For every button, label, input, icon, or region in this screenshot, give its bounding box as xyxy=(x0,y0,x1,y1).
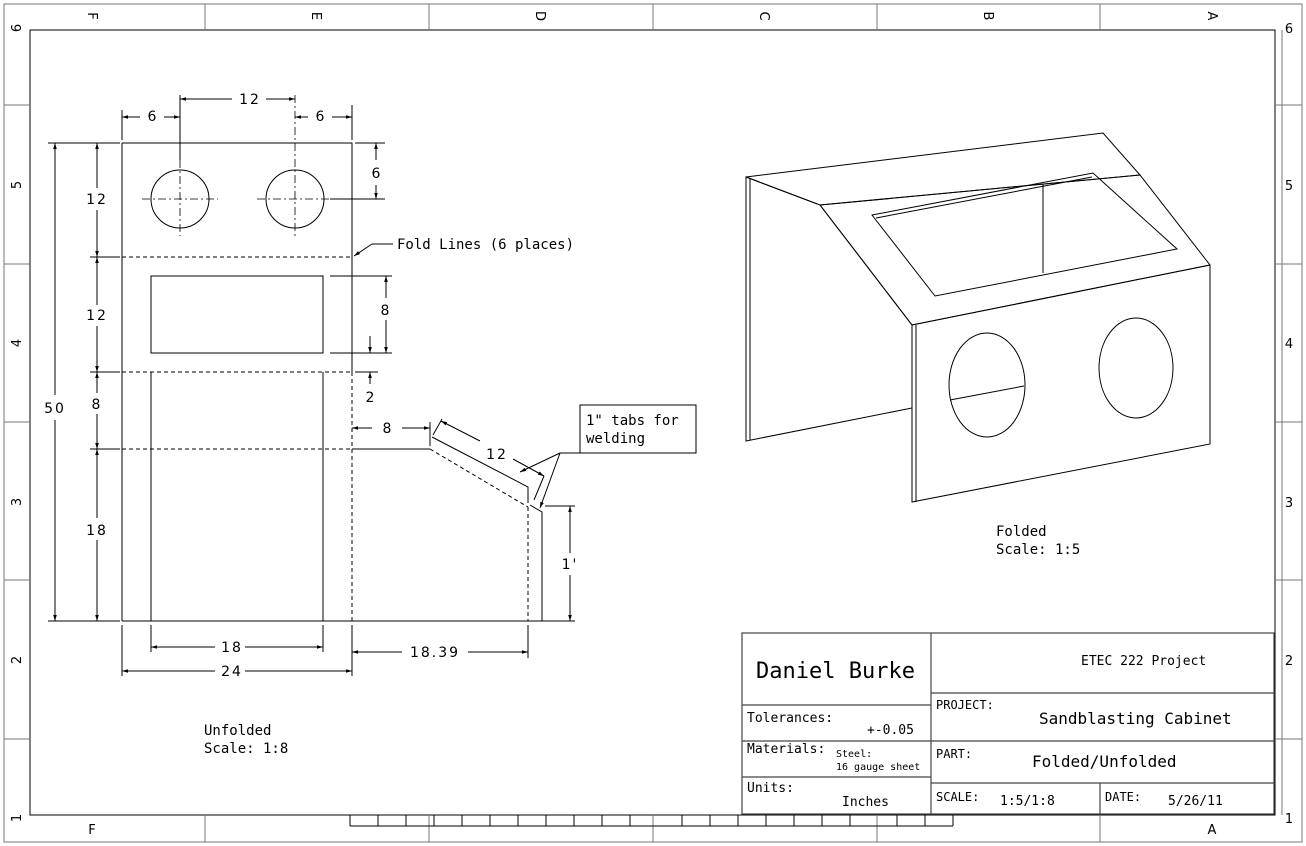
tolerances-label: Tolerances: xyxy=(747,711,833,726)
part-label: PART: xyxy=(936,747,972,761)
scale-value: 1:5/1:8 xyxy=(1000,794,1055,809)
folded-scale: Scale: 1:5 xyxy=(996,542,1080,558)
dim-top-right: 6 xyxy=(316,109,327,125)
units-label: Units: xyxy=(747,781,794,796)
zone-column-c: C xyxy=(756,11,771,20)
cabinet-arm-hole-left xyxy=(948,332,1026,438)
dim-slope-length: 12 xyxy=(486,447,508,463)
zone-column-f-bottom: F xyxy=(88,823,95,838)
dim-overall-width: 24 xyxy=(221,664,243,680)
zone-column-a-bottom: A xyxy=(1208,823,1217,838)
zone-row-2: 2 xyxy=(10,656,25,664)
dim-flap-width: 18.39 xyxy=(410,645,460,661)
dim-window-height: 8 xyxy=(381,303,392,319)
project-label: PROJECT: xyxy=(936,698,994,712)
dim-segment-1: 12 xyxy=(86,192,108,208)
dim-top-middle: 12 xyxy=(239,92,261,108)
zone-row-5: 5 xyxy=(10,181,25,189)
dim-segment-2: 12 xyxy=(86,308,108,324)
dimension-lines xyxy=(48,97,580,676)
date-label: DATE: xyxy=(1105,790,1141,804)
sheet-border xyxy=(3,3,1303,843)
author-name: Daniel Burke xyxy=(756,659,915,684)
dim-hole-offset: 6 xyxy=(372,166,383,182)
unfolded-view: 6 12 6 6 50 12 12 8 18 8 2 8 12 1' 18 24… xyxy=(44,92,697,757)
zone-column-a: A xyxy=(1204,12,1219,21)
dim-top-left: 6 xyxy=(148,109,159,125)
dim-segment-4: 18 xyxy=(86,523,108,539)
folded-view: Folded Scale: 1:5 xyxy=(745,132,1211,558)
fold-lines xyxy=(122,256,529,621)
date-value: 5/26/11 xyxy=(1168,794,1223,809)
folded-label: Folded xyxy=(996,524,1047,540)
dim-flap-height: 1' xyxy=(562,557,579,573)
course-name: ETEC 222 Project xyxy=(1081,654,1206,669)
zone-column-d: D xyxy=(532,11,547,21)
zone-row-2-right: 2 xyxy=(1285,654,1293,669)
unfolded-scale: Scale: 1:8 xyxy=(204,741,288,757)
dim-flap-offset: 8 xyxy=(383,421,394,437)
dim-overall-height: 50 xyxy=(44,401,66,417)
cabinet-arm-hole-right xyxy=(1098,317,1174,419)
unfolded-outline xyxy=(121,142,575,622)
zone-row-5-right: 5 xyxy=(1285,179,1293,194)
note-tabs-line2: welding xyxy=(586,431,645,447)
zone-row-6-right: 6 xyxy=(1285,22,1293,37)
tolerances-value: +-0.05 xyxy=(867,723,914,738)
dim-window-width: 18 xyxy=(221,640,243,656)
zone-row-1-right: 1 xyxy=(1285,812,1293,827)
materials-line1: Steel: xyxy=(836,749,872,760)
cabinet-top-panel xyxy=(745,132,1142,206)
zone-row-1: 1 xyxy=(10,814,25,822)
title-block: Daniel Burke ETEC 222 Project Tolerances… xyxy=(741,632,1275,815)
zone-row-3: 3 xyxy=(10,498,25,506)
zone-column-e: E xyxy=(308,12,323,20)
part-value: Folded/Unfolded xyxy=(1032,752,1177,771)
materials-label: Materials: xyxy=(747,742,825,757)
cabinet-front-panel xyxy=(911,264,1211,503)
zone-row-3-right: 3 xyxy=(1285,496,1293,511)
materials-line2: 16 gauge sheet xyxy=(836,762,920,773)
dim-segment-3: 8 xyxy=(92,397,103,413)
dimension-values: 6 12 6 6 50 12 12 8 18 8 2 8 12 1' 18 24… xyxy=(44,92,579,680)
cabinet-sloped-panel xyxy=(819,174,1211,326)
dim-window-gap: 2 xyxy=(366,390,377,406)
note-tabs-box: 1" tabs for welding xyxy=(579,404,697,454)
zone-column-f: F xyxy=(84,12,99,19)
project-value: Sandblasting Cabinet xyxy=(1039,709,1232,728)
scale-ruler xyxy=(349,815,954,827)
scale-label: SCALE: xyxy=(936,790,979,804)
arm-holes xyxy=(121,95,353,236)
note-fold-lines: Fold Lines (6 places) xyxy=(397,237,574,253)
cabinet-window xyxy=(871,172,1179,297)
note-tabs-line1: 1" tabs for xyxy=(586,413,679,429)
unfolded-label: Unfolded xyxy=(204,723,271,739)
zone-row-4: 4 xyxy=(10,339,25,347)
units-value: Inches xyxy=(842,795,889,810)
zone-row-4-right: 4 xyxy=(1285,337,1293,352)
zone-column-b: B xyxy=(980,12,995,21)
zone-row-6: 6 xyxy=(10,24,25,32)
zone-labels: F E D C B A F A 6 5 4 3 2 1 6 5 4 3 2 1 xyxy=(10,11,1293,838)
